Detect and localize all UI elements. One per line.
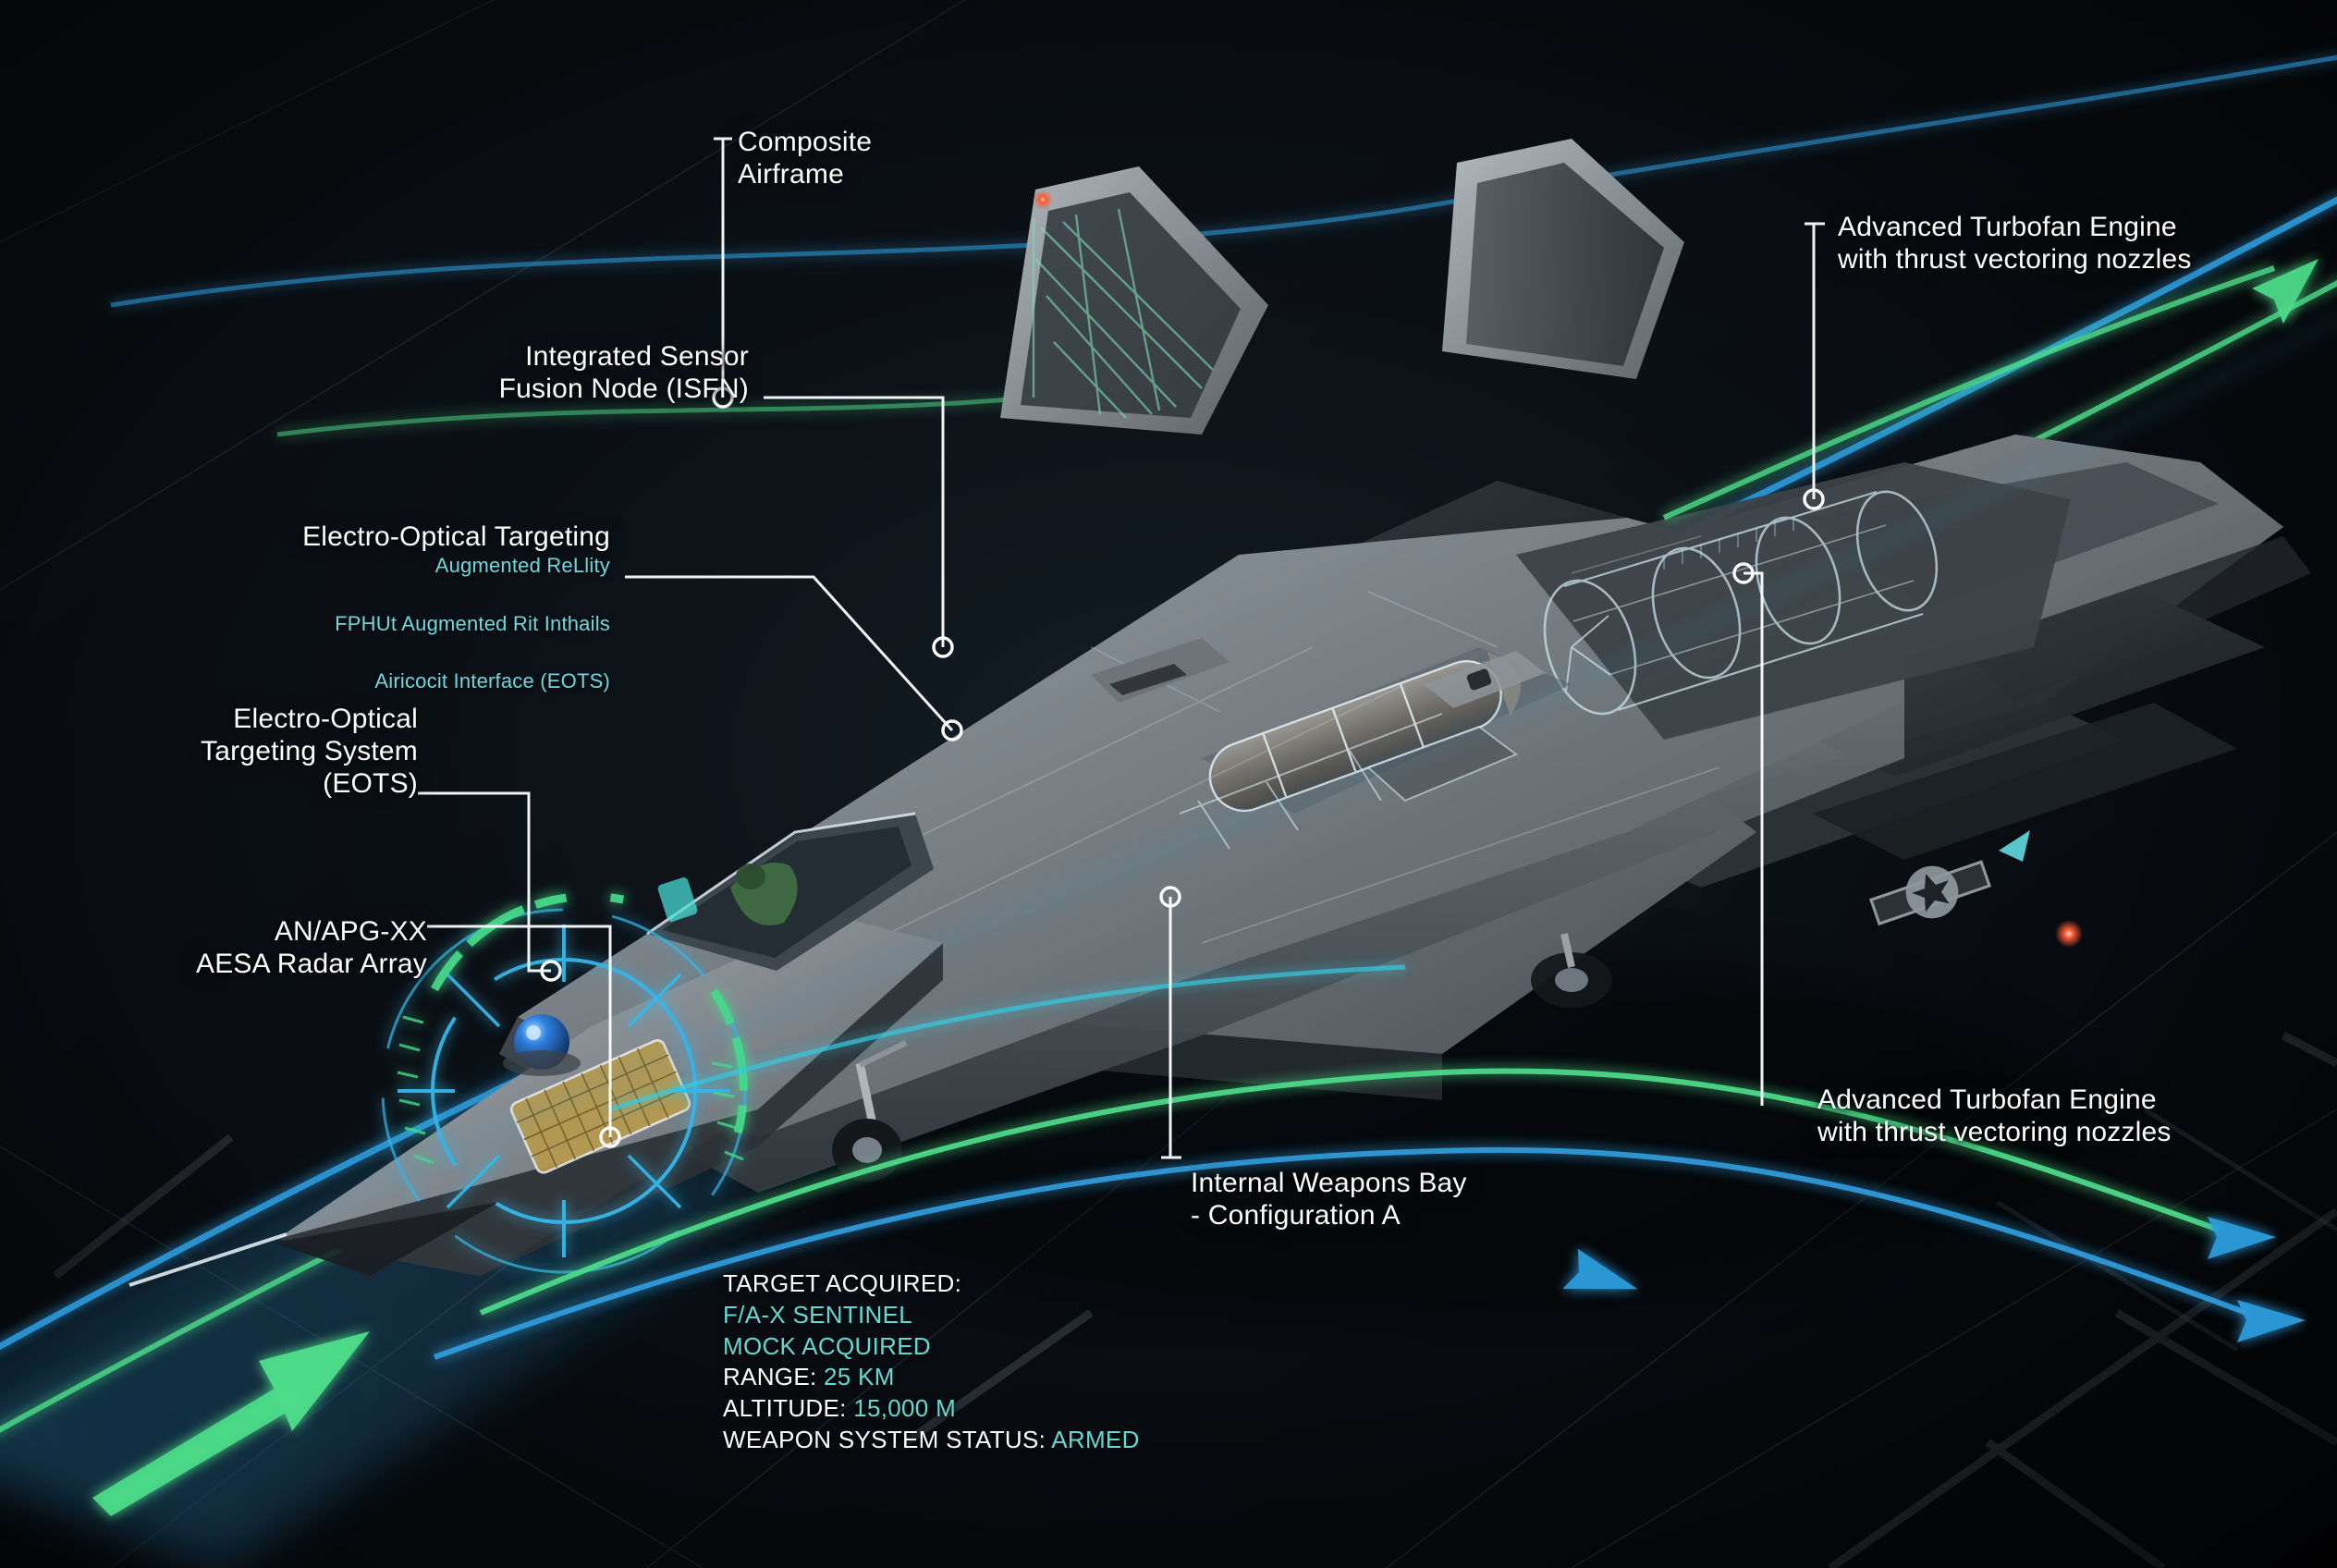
hud-range-row: RANGE: 25 KM (723, 1362, 1140, 1393)
hud-weapon-status-value: ARMED (1051, 1425, 1140, 1453)
engine-detail-ticks (1663, 516, 1794, 570)
hud-range-label: RANGE: (723, 1363, 817, 1391)
usaf-star-and-bar-roundel (1869, 860, 1992, 926)
hud-altitude-row: ALTITUDE: 15,000 M (723, 1393, 1140, 1425)
bay-frame-lines (1179, 713, 1443, 850)
leader-engine-bottom (1744, 571, 1764, 1106)
green-flow-arrow (92, 1331, 370, 1516)
hud-target-name: F/A-X SENTINEL (723, 1300, 913, 1329)
main-landing-gear (1531, 933, 1612, 1008)
green-flow-arrow-upper (2252, 259, 2319, 324)
leader-eot (625, 575, 954, 732)
hud-weapon-status-label: WEAPON SYSTEM STATUS: (723, 1425, 1046, 1453)
hud-weapon-status-row: WEAPON SYSTEM STATUS: ARMED (723, 1425, 1140, 1456)
hud-title: TARGET ACQUIRED: (723, 1269, 962, 1297)
cockpit-hud-panel (657, 877, 698, 922)
cyan-marker-arrow (1999, 830, 2030, 862)
hud-altitude-label: ALTITUDE: (723, 1394, 847, 1423)
leader-eots (418, 791, 551, 973)
cockpit-canopy (646, 812, 934, 971)
callout-leaders (418, 137, 1825, 1159)
flow-field-front (0, 259, 2337, 1372)
hud-target-readout: TARGET ACQUIRED: F/A-X SENTINEL MOCK ACQ… (723, 1268, 1140, 1456)
hud-altitude-value: 15,000 M (853, 1394, 957, 1423)
targeting-reticle (381, 892, 748, 1274)
hud-lock-status: MOCK ACQUIRED (723, 1331, 931, 1360)
leader-aesa (427, 925, 612, 1137)
tail-nav-light (1033, 190, 1053, 210)
callout-endpoints (540, 386, 1825, 1148)
blue-flow-arrow (1562, 1217, 2306, 1342)
vertical-stabilizers (1000, 139, 1684, 435)
wingtip-nav-light (2055, 920, 2083, 948)
hud-range-value: 25 KM (824, 1363, 895, 1391)
fin-internal-structure (1032, 208, 1214, 419)
leader-isfn (764, 396, 945, 647)
